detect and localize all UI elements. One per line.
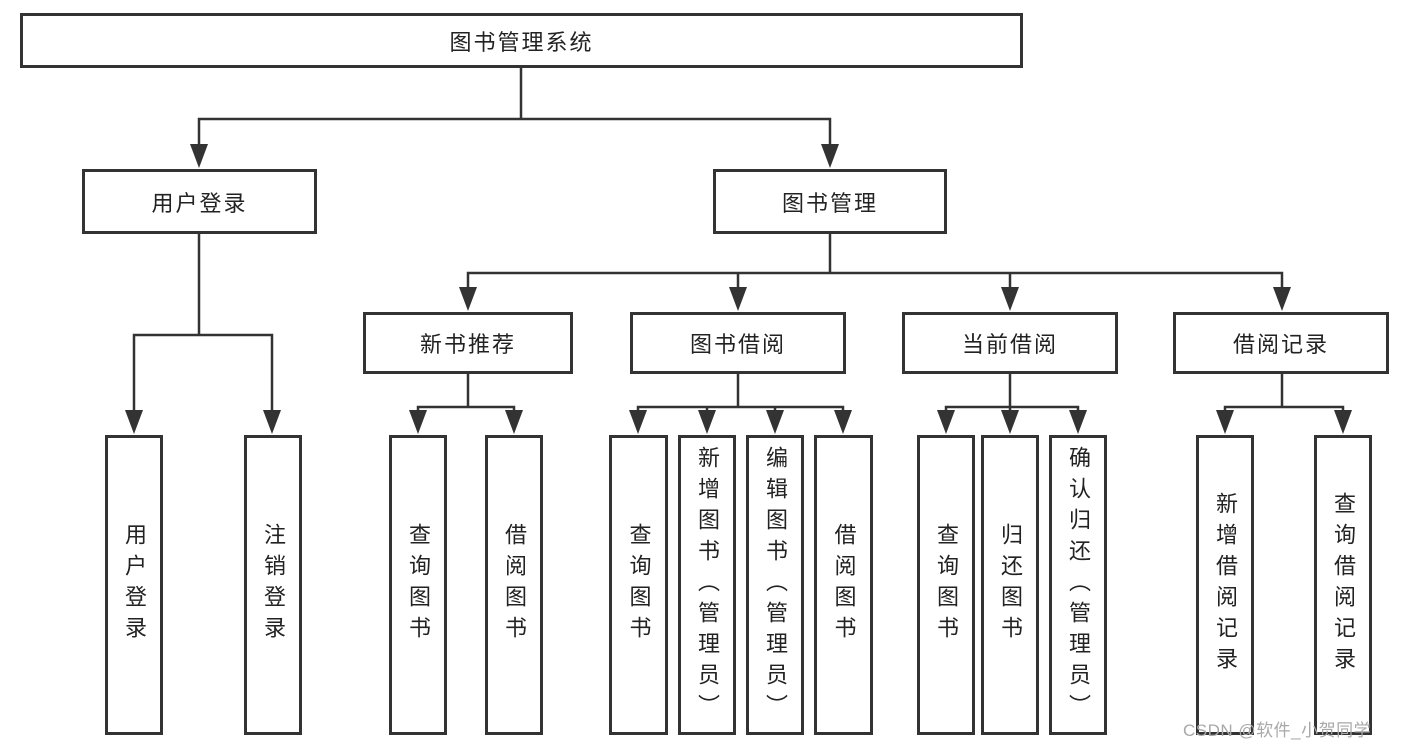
- node-current-borrow: 当前借阅: [902, 312, 1118, 374]
- arrowheads: [125, 144, 1352, 434]
- leaf-record-add-label: 新增借阅记录: [1213, 492, 1238, 678]
- leaf-newbook-query: 查询图书: [389, 435, 447, 735]
- node-user-login-label: 用户登录: [151, 190, 248, 216]
- leaf-current-return-label: 归还图书: [998, 523, 1023, 647]
- leaf-borrow-edit: 编辑图书（管理员）: [746, 435, 804, 735]
- node-borrow-records-label: 借阅记录: [1232, 332, 1329, 357]
- leaf-borrow-borrow: 借阅图书: [814, 435, 873, 735]
- node-root: 图书管理系统: [20, 13, 1023, 68]
- node-new-book-recommend-label: 新书推荐: [419, 332, 516, 357]
- leaf-current-return: 归还图书: [981, 435, 1039, 735]
- leaf-newbook-borrow: 借阅图书: [485, 435, 543, 735]
- node-borrow-records: 借阅记录: [1173, 312, 1389, 374]
- leaf-newbook-query-label: 查询图书: [406, 523, 431, 647]
- node-book-borrow: 图书借阅: [630, 312, 846, 374]
- leaf-user-login: 用户登录: [105, 435, 163, 735]
- csdn-watermark: CSDN @软件_小贺同学: [1183, 721, 1372, 740]
- leaf-current-confirm-return: 确认归还（管理员）: [1049, 435, 1107, 735]
- node-book-borrow-label: 图书借阅: [689, 332, 786, 357]
- node-book-management-label: 图书管理: [781, 190, 878, 216]
- node-user-login: 用户登录: [82, 169, 317, 234]
- leaf-current-query: 查询图书: [917, 435, 975, 735]
- leaf-borrow-query: 查询图书: [609, 435, 668, 735]
- node-root-label: 图书管理系统: [449, 29, 594, 55]
- leaf-borrow-borrow-label: 借阅图书: [831, 523, 857, 647]
- leaf-borrow-query-label: 查询图书: [626, 523, 652, 647]
- connector-paths: [132, 66, 1345, 413]
- node-new-book-recommend: 新书推荐: [363, 312, 573, 374]
- leaf-record-query: 查询借阅记录: [1314, 435, 1372, 735]
- leaf-newbook-borrow-label: 借阅图书: [502, 523, 527, 647]
- leaf-current-query-label: 查询图书: [934, 523, 959, 647]
- leaf-borrow-add: 新增图书（管理员）: [678, 435, 736, 735]
- node-current-borrow-label: 当前借阅: [961, 332, 1058, 357]
- leaf-current-confirm-return-label: 确认归还（管理员）: [1066, 445, 1091, 725]
- leaf-record-add: 新增借阅记录: [1196, 435, 1254, 735]
- leaf-logout: 注销登录: [244, 435, 302, 735]
- leaf-record-query-label: 查询借阅记录: [1331, 492, 1356, 678]
- leaf-borrow-edit-label: 编辑图书（管理员）: [763, 445, 788, 725]
- leaf-borrow-add-label: 新增图书（管理员）: [695, 445, 720, 725]
- node-book-management: 图书管理: [713, 169, 947, 234]
- leaf-user-login-label: 用户登录: [122, 523, 147, 647]
- leaf-logout-label: 注销登录: [261, 523, 286, 647]
